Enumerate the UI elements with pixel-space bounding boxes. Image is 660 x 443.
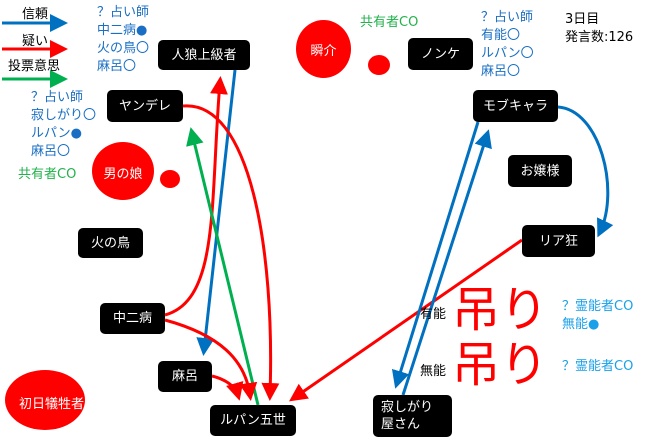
node-chuni[interactable]: 中二病	[100, 303, 165, 334]
post-count: 発言数:126	[565, 30, 634, 45]
node-riakyo[interactable]: リア狂	[522, 225, 595, 257]
medium1-results: ？霊能者CO 無能●	[562, 298, 633, 334]
jinro-seer-results: ？占い師中二病● 火の鳥〇麻呂〇	[97, 4, 149, 76]
hang2-name: 無能	[420, 364, 447, 379]
node-shunsuke[interactable]: 瞬介	[310, 44, 337, 59]
blood-splat	[5, 370, 85, 430]
node-otokonoko[interactable]: 男の娘	[103, 167, 143, 182]
hang1-name: 有能	[420, 307, 447, 322]
hang1-label: 吊り	[452, 282, 549, 338]
node-hinotori[interactable]: 火の鳥	[78, 228, 143, 258]
node-ojou[interactable]: お嬢様	[508, 155, 572, 187]
legend-doubt-label: 疑い	[22, 34, 49, 49]
blood-splat	[296, 20, 351, 78]
note-line: ？占い師	[481, 10, 534, 25]
arrow-chuni-lupin	[164, 318, 258, 401]
arrow-riakyo-lupin	[289, 238, 523, 402]
legend-vote-label: 投票意思	[8, 59, 61, 74]
arrow-yandere-lupin	[182, 104, 280, 401]
note-line: 寂しがり〇	[31, 108, 97, 123]
node-nonke[interactable]: ノンケ	[408, 38, 473, 70]
yandere-seer-results: ？占い師寂しがり〇ルパン● 麻呂〇	[31, 89, 96, 161]
arrow-maro-lupin	[211, 374, 244, 401]
arrow-jinro-maro	[196, 69, 237, 356]
node-shonichi[interactable]: 初日犠牲者	[18, 396, 84, 412]
node-maro[interactable]: 麻呂	[158, 361, 212, 392]
note-line: ルパン〇	[481, 46, 534, 61]
otoko-co-note: 共有者CO	[18, 167, 77, 182]
blood-splat	[368, 55, 390, 75]
note-line: 火の鳥〇	[97, 41, 150, 56]
node-lupin[interactable]: ルパン五世	[210, 405, 296, 436]
arrow-chuni-jinro	[164, 76, 228, 317]
note-line: ？占い師	[31, 90, 84, 105]
arrow-lupin-yandere	[186, 127, 260, 406]
node-jinro[interactable]: 人狼上級者	[158, 40, 250, 70]
note-line: 麻呂〇	[31, 144, 71, 159]
note-line: 無能●	[562, 317, 600, 332]
legend-trust-label: 信頼	[22, 7, 49, 22]
day-label: 3日目	[565, 12, 600, 27]
node-sabishi[interactable]: 寂しがり 屋さん	[373, 395, 452, 437]
note-line: 有能〇	[481, 28, 521, 43]
note-line: ？霊能者CO	[562, 299, 634, 314]
note-line: 中二病●	[97, 23, 148, 38]
note-line: 麻呂〇	[481, 64, 521, 79]
arrow-sabishi-mob	[401, 129, 492, 396]
shun-co-note: 共有者CO	[360, 15, 419, 30]
hang2-label: 吊り	[452, 337, 549, 393]
note-line: ルパン●	[31, 126, 82, 141]
node-yandere[interactable]: ヤンデレ	[107, 90, 183, 122]
arrow-mob-sabishi	[391, 121, 480, 389]
blood-splat	[92, 142, 154, 200]
medium2-result: ？霊能者CO	[562, 359, 634, 374]
node-mob[interactable]: モブキャラ	[473, 90, 558, 122]
arrow-mob-riakyo	[557, 105, 614, 238]
note-line: ？占い師	[97, 5, 150, 20]
game-status: 3日目発言数:126	[565, 11, 633, 47]
nonke-seer-results: ？占い師有能〇ルパン〇麻呂〇	[481, 9, 534, 81]
blood-splat	[160, 170, 180, 188]
note-line: 麻呂〇	[97, 59, 137, 74]
